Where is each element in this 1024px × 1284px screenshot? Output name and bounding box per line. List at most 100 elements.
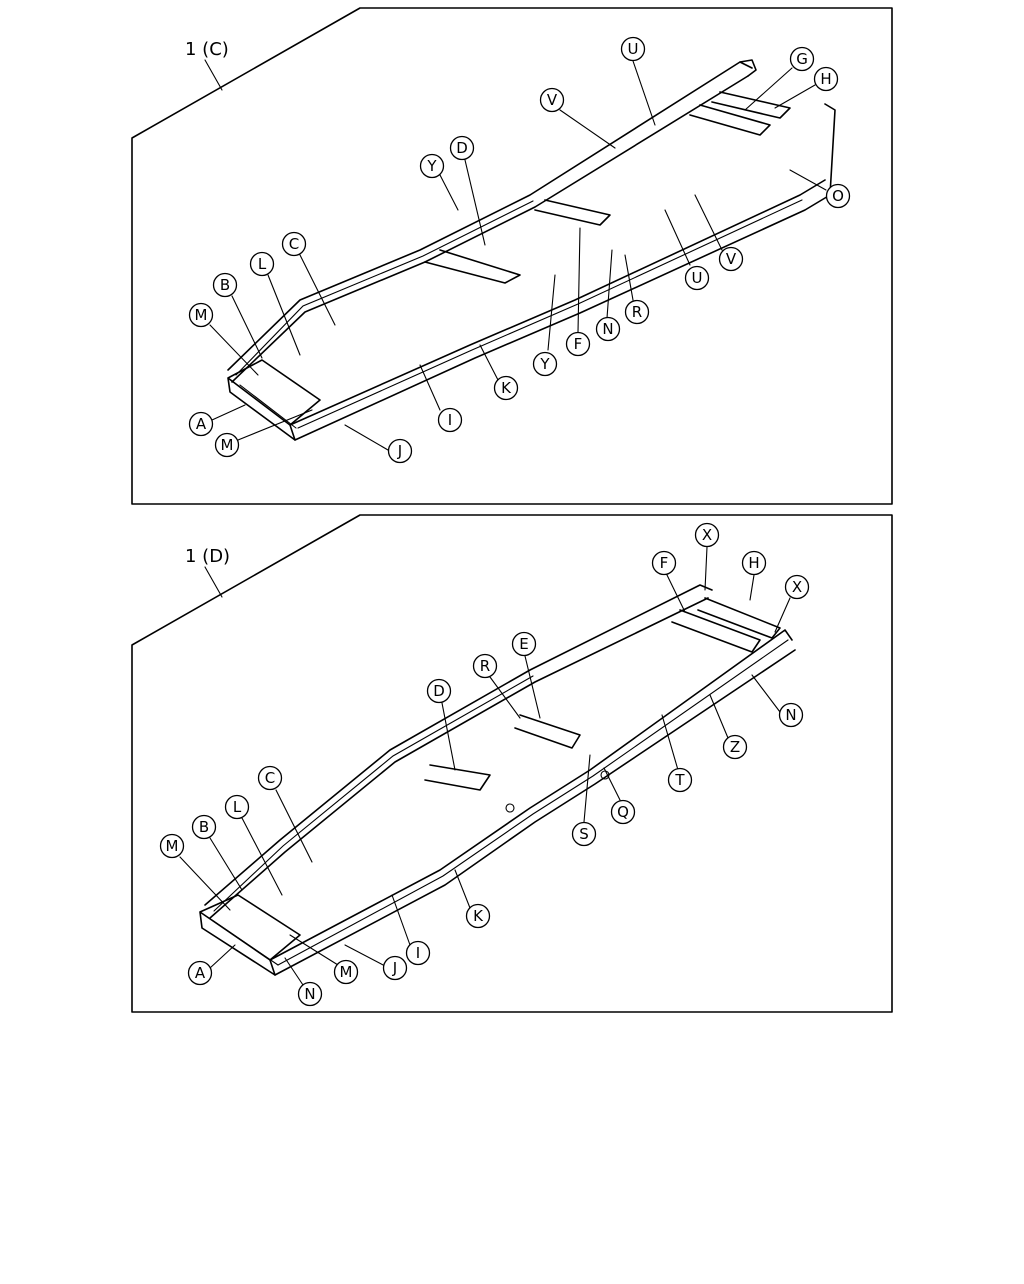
callout-c-l: L — [249, 251, 275, 277]
svg-text:F: F — [574, 335, 583, 353]
panel-d-title: 1 (D) — [185, 546, 230, 567]
callout-d-j: J — [382, 955, 408, 981]
leader-c-i — [419, 364, 441, 411]
callout-d-e: E — [511, 631, 537, 657]
callout-c-a: A — [188, 411, 214, 437]
panel-d-title-leader — [204, 566, 223, 598]
frame-c-rail-end-left — [739, 59, 757, 77]
leader-c-d — [464, 159, 486, 246]
leader-c-a — [211, 404, 246, 421]
leader-d-s — [583, 754, 591, 823]
frame-d-right-rail-bottom — [274, 649, 796, 976]
callout-d-f: F — [651, 550, 677, 576]
callout-c-u-lower: U — [684, 265, 710, 291]
svg-text:F: F — [660, 554, 669, 572]
leader-c-n — [606, 249, 613, 319]
leader-c-c — [299, 254, 336, 326]
callout-d-x-lower: X — [784, 574, 810, 600]
leader-d-e — [524, 655, 541, 719]
svg-text:L: L — [233, 798, 242, 816]
callout-c-c: C — [281, 231, 307, 257]
panel-d: 1 (D) — [131, 514, 893, 1013]
svg-text:C: C — [289, 235, 299, 253]
callout-d-n-lower: N — [297, 981, 323, 1007]
frame-c-left-rail-edge — [235, 200, 534, 376]
leader-c-m-upper — [209, 324, 259, 376]
frame-c-rail-end-right — [824, 103, 836, 196]
leader-d-h — [749, 574, 755, 601]
svg-text:N: N — [304, 985, 315, 1003]
svg-text:S: S — [579, 825, 589, 843]
leader-c-j — [344, 424, 389, 451]
frame-d-front-crossmember — [199, 894, 301, 976]
callout-d-x-upper: X — [694, 522, 720, 548]
panel-d-border — [131, 514, 893, 1013]
leader-c-v-lower — [694, 194, 723, 251]
frame-c-crossmember-h — [711, 91, 791, 119]
callout-d-t: T — [667, 767, 693, 793]
svg-text:U: U — [692, 269, 703, 287]
leader-c-v-upper — [559, 109, 616, 149]
leader-d-n-lower — [284, 957, 304, 986]
svg-text:H: H — [820, 70, 831, 88]
callout-d-z: Z — [722, 734, 748, 760]
frame-c-right-rail-top — [289, 179, 826, 426]
frame-d-crossmember-f — [671, 609, 761, 653]
leader-d-q — [603, 767, 621, 801]
panel-c-border — [131, 7, 893, 505]
svg-text:Z: Z — [730, 738, 740, 756]
callout-c-j: J — [387, 438, 413, 464]
svg-text:X: X — [702, 526, 712, 544]
callout-c-o: O — [825, 183, 851, 209]
callout-d-q: Q — [610, 799, 636, 825]
callout-c-n: N — [595, 316, 621, 342]
leader-d-n-right — [751, 674, 781, 713]
callout-c-h: H — [813, 66, 839, 92]
callout-d-i: I — [405, 940, 431, 966]
callout-d-s: S — [571, 821, 597, 847]
leader-d-z — [709, 694, 729, 739]
svg-text:H: H — [748, 554, 759, 572]
svg-text:B: B — [220, 276, 230, 294]
callout-d-h: H — [741, 550, 767, 576]
svg-text:X: X — [792, 578, 802, 596]
panel-c-leaders — [209, 60, 827, 451]
svg-text:D: D — [433, 682, 445, 700]
svg-text:L: L — [258, 255, 267, 273]
callout-c-u-upper: U — [620, 36, 646, 62]
leader-d-d — [441, 702, 456, 771]
callout-c-v-upper: V — [539, 87, 565, 113]
svg-text:I: I — [448, 411, 452, 429]
callout-c-d: D — [449, 135, 475, 161]
frame-d-crossmember-d — [424, 764, 491, 791]
callout-d-m-upper: M — [159, 833, 185, 859]
frame-d-crossmember-h — [697, 597, 781, 639]
leader-d-r — [489, 676, 521, 719]
leader-c-r — [624, 254, 634, 301]
leader-d-m-lower — [289, 934, 339, 966]
svg-text:R: R — [480, 657, 490, 675]
panel-c-title: 1 (C) — [185, 39, 229, 60]
svg-text:A: A — [195, 964, 206, 982]
callout-d-b: B — [191, 814, 217, 840]
svg-text:Y: Y — [426, 157, 437, 175]
frame-d-left-rail-top — [204, 584, 713, 906]
leader-c-f — [577, 227, 581, 333]
svg-text:M: M — [340, 963, 353, 981]
callout-d-a: A — [187, 960, 213, 986]
leader-d-a — [209, 944, 236, 969]
leader-d-x-lower — [774, 597, 791, 633]
leader-c-m-lower — [237, 409, 313, 441]
callout-d-n-right: N — [778, 702, 804, 728]
svg-text:M: M — [221, 436, 234, 454]
frame-c-right-rail-bottom — [294, 194, 831, 441]
frame-d-left-rail-edge — [213, 675, 534, 912]
svg-text:B: B — [199, 818, 209, 836]
frame-d-left-rail-bottom — [209, 597, 709, 919]
callout-c-k: K — [493, 375, 519, 401]
callout-c-f: F — [565, 331, 591, 357]
leader-d-f — [666, 574, 686, 613]
callout-c-y-lower: Y — [532, 351, 558, 377]
svg-text:G: G — [796, 50, 808, 68]
leader-d-j — [344, 944, 386, 967]
